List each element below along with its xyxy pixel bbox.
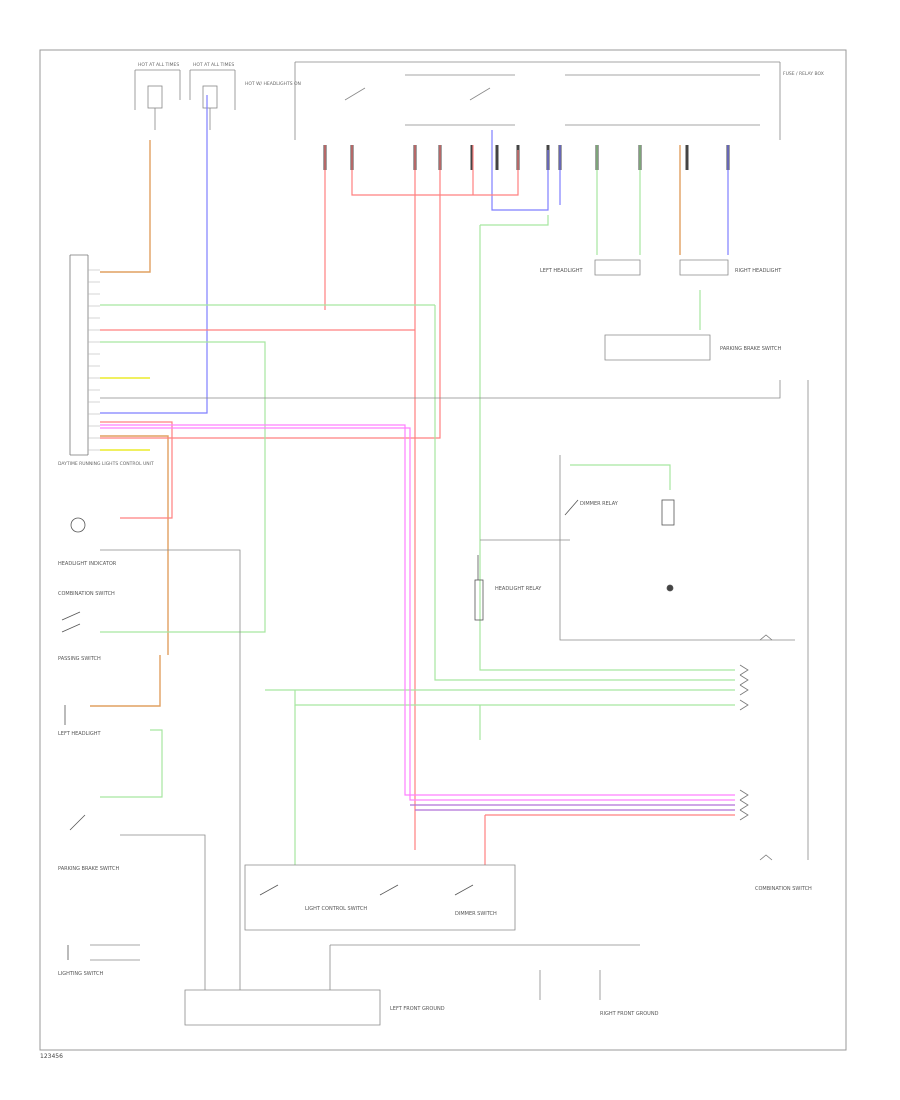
top-fuse-3-label: HOT W/ HEADLIGHTS ON bbox=[245, 81, 301, 87]
bottom-label-1: LIGHT CONTROL SWITCH bbox=[305, 906, 367, 912]
yellow-wires bbox=[100, 377, 150, 451]
mid-label-1: DIMMER RELAY bbox=[580, 501, 619, 507]
left-label-1: HEADLIGHT INDICATOR bbox=[58, 561, 117, 567]
left-label-6: LIGHTING SWITCH bbox=[58, 971, 103, 977]
magenta-wires bbox=[100, 424, 735, 801]
component-symbols bbox=[61, 499, 675, 960]
left-label-3: PASSING SWITCH bbox=[58, 656, 101, 662]
mid-label-2: HEADLIGHT RELAY bbox=[495, 586, 542, 592]
orange-wires bbox=[90, 140, 681, 707]
left-control-module bbox=[69, 254, 100, 456]
right-label-3: PARKING BRAKE SWITCH bbox=[720, 346, 782, 352]
left-label-4: LEFT HEADLIGHT bbox=[58, 731, 101, 737]
red-wires bbox=[100, 145, 735, 865]
green-wires bbox=[100, 145, 735, 865]
footer-code: 123456 bbox=[40, 1053, 63, 1060]
top-fuse-block bbox=[134, 61, 781, 140]
top-right-label: FUSE / RELAY BOX bbox=[783, 71, 824, 77]
right-label-2: LEFT HEADLIGHT bbox=[540, 268, 583, 274]
top-fuse-1-label: HOT AT ALL TIMES bbox=[138, 62, 179, 68]
left-label-5: PARKING BRAKE SWITCH bbox=[58, 866, 120, 872]
bottom-label-2: DIMMER SWITCH bbox=[455, 911, 497, 917]
right-label-1: RIGHT HEADLIGHT bbox=[735, 268, 782, 274]
gray-wires bbox=[90, 259, 809, 1026]
top-fuse-2-label: HOT AT ALL TIMES bbox=[193, 62, 234, 68]
top-connector-pins bbox=[323, 145, 730, 170]
purple-wires bbox=[410, 804, 735, 811]
left-label-2: COMBINATION SWITCH bbox=[58, 591, 115, 597]
diagram-border bbox=[39, 49, 847, 1051]
left-module-label: DAYTIME RUNNING LIGHTS CONTROL UNIT bbox=[58, 461, 154, 467]
right-label-4: COMBINATION SWITCH bbox=[755, 886, 812, 892]
right-terminal-arrows bbox=[739, 634, 773, 861]
bottom-label-3: LEFT FRONT GROUND bbox=[390, 1006, 445, 1012]
bottom-label-4: RIGHT FRONT GROUND bbox=[600, 1011, 659, 1017]
blue-wires bbox=[100, 95, 729, 414]
